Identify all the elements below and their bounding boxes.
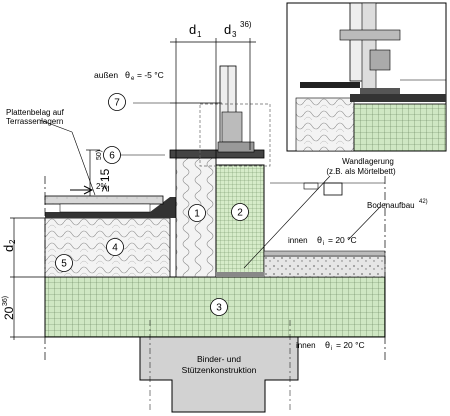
svg-text:5: 5 <box>61 259 67 270</box>
svg-text:1: 1 <box>194 209 200 220</box>
inside-lower-value: = 20 °C <box>336 340 365 350</box>
svg-text:6: 6 <box>109 151 115 162</box>
slope-arrow <box>70 185 94 195</box>
marker-2: 2 <box>231 203 249 221</box>
inside-upper-label: innen <box>288 236 308 245</box>
slope-label: 2% <box>96 182 108 191</box>
svg-text:36): 36) <box>2 296 9 306</box>
outside-theta-sub: e <box>131 76 135 82</box>
wall-bearing-label-2: (z.B. als Mörtelbett) <box>326 167 396 176</box>
floor-buildup <box>263 255 386 278</box>
inside-lower-label: innen <box>296 341 316 350</box>
svg-text:20: 20 <box>2 306 16 320</box>
detail-inset <box>286 2 447 152</box>
terrace-upstand <box>150 197 176 218</box>
terrace-membrane <box>45 212 170 218</box>
dim-min-height: ≥ 15 50) <box>96 150 112 192</box>
dimension-lines <box>10 38 256 340</box>
svg-text:d: d <box>224 22 231 37</box>
wall-cap <box>169 149 265 159</box>
dim-d1: d 1 <box>189 22 202 39</box>
svg-text:2: 2 <box>8 239 17 244</box>
marker-4: 4 <box>106 238 124 256</box>
svg-text:4: 4 <box>112 243 118 254</box>
paving-slabs <box>44 195 164 205</box>
svg-text:3: 3 <box>216 303 222 314</box>
outside-theta: θ <box>125 70 130 80</box>
svg-text:50): 50) <box>96 150 103 160</box>
window-callout-box <box>199 103 271 167</box>
inside-lower-theta: θ <box>325 340 330 350</box>
support-label-1: Binder- und <box>197 354 241 364</box>
dim-d2: d 2 <box>1 239 17 252</box>
inside-upper-value: = 20 °C <box>328 235 357 245</box>
svg-text:2: 2 <box>237 208 243 219</box>
support-column <box>139 336 299 413</box>
paving-label-2: Terrassenlagern <box>6 117 63 126</box>
marker-5: 5 <box>55 254 73 272</box>
paving-label: Plattenbelag auf <box>6 108 65 117</box>
inside-upper-sub: i <box>323 241 324 247</box>
wall-bearing-label: Wandlagerung <box>342 157 394 166</box>
marker-3: 3 <box>210 298 228 316</box>
mortar-bed <box>216 272 264 277</box>
marker-6: 6 <box>103 146 121 164</box>
floor-build-label: Bodenaufbau <box>367 201 415 210</box>
furniture-leg <box>323 182 343 196</box>
floor-build-sup: 42) <box>419 199 428 205</box>
inside-upper-theta: θ <box>317 235 322 245</box>
masonry-wall <box>215 164 265 278</box>
terrace-bearings <box>59 203 151 213</box>
dim-d3: d 3 36) <box>224 20 252 39</box>
svg-text:d: d <box>1 245 16 252</box>
svg-text:36): 36) <box>240 20 252 29</box>
svg-text:≥ 15: ≥ 15 <box>98 168 112 192</box>
dim-20: 20 36) <box>2 296 16 320</box>
svg-text:1: 1 <box>197 30 202 39</box>
svg-text:3: 3 <box>232 30 237 39</box>
inside-lower-sub: i <box>331 346 332 352</box>
marker-7: 7 <box>108 93 126 111</box>
svg-text:7: 7 <box>114 98 120 109</box>
marker-1: 1 <box>188 204 206 222</box>
outside-value: = -5 °C <box>137 70 164 80</box>
support-label-2: Stützenkonstruktion <box>182 365 257 375</box>
outside-label: außen <box>94 70 118 80</box>
svg-text:d: d <box>189 22 196 37</box>
